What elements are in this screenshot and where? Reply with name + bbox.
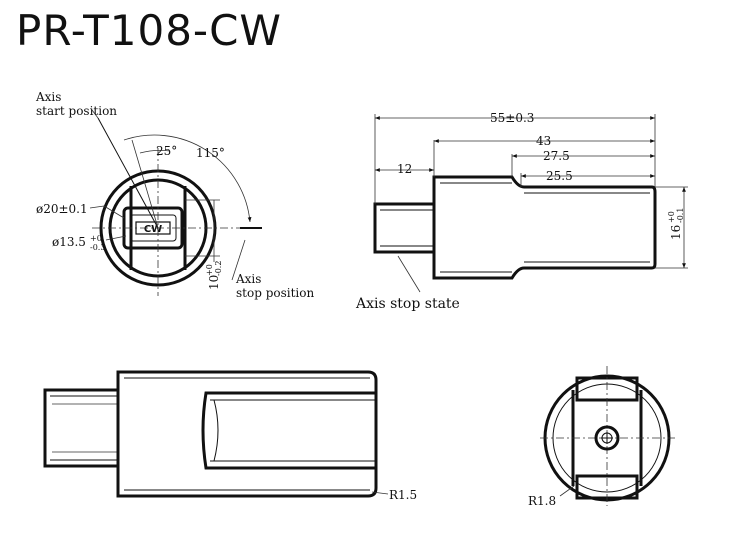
width10-label: 10 (207, 275, 221, 290)
page-title: PR-T108-CW (16, 6, 282, 55)
angle-25-label: 25° (156, 144, 177, 158)
bl-slot (201, 391, 378, 470)
dim-43-label: 43 (536, 134, 551, 148)
dia20-leader (89, 205, 105, 209)
axis-start-label-1: Axis (35, 90, 61, 104)
dim-16-tol-low: -0.1 (676, 208, 685, 223)
dim-25-5-label: 25.5 (546, 169, 573, 183)
angle-115-label: 115° (196, 146, 225, 160)
side-view-caption: Axis stop state (355, 296, 460, 312)
dim-12-label: 12 (397, 162, 412, 176)
bl-body (116, 370, 378, 498)
shaft-stub (373, 202, 436, 254)
dia20-label: ø20±0.1 (36, 202, 88, 216)
dim-55-label: 55±0.3 (490, 111, 534, 125)
cylinder-body (432, 175, 657, 280)
arc-115deg (123, 134, 252, 223)
axis-start-label-2: start position (36, 104, 117, 118)
bottom-left-view: R1.5 (43, 370, 417, 502)
dia13-label: ø13.5 (52, 235, 86, 249)
arc-25deg (139, 149, 171, 154)
caption-leader (397, 255, 421, 293)
cw-logo: CW (144, 224, 162, 235)
dim-16-tol-up: +0 (667, 211, 676, 223)
bl-shaft-stub (43, 388, 120, 468)
side-view: 55±0.3 43 27.5 25.5 12 16 +0 -0.1 Axis s… (355, 111, 688, 312)
axis-start-line (97, 117, 159, 229)
bottom-right-view: R1.8 (528, 366, 675, 508)
r1-5-label: R1.5 (389, 488, 417, 502)
axis-25-line (131, 139, 159, 229)
axis-stop-label-2: stop position (236, 286, 314, 300)
dia13-leader (105, 235, 127, 241)
dia13-tol-up: +0 (90, 234, 102, 243)
axis-stop-leader (231, 239, 246, 281)
dim-27-5-label: 27.5 (543, 149, 570, 163)
dim-16-label: 16 (669, 225, 683, 240)
width10-tol-up: +0 (205, 264, 214, 276)
width10-tol-low: -0.2 (214, 261, 223, 276)
r1-8-leader (559, 485, 575, 497)
axis-stop-label-1: Axis (235, 272, 261, 286)
front-view: CW Axis start position 25° 115° (35, 90, 314, 300)
br-center-hole (594, 425, 620, 451)
dia13-tol-low: -0.3 (90, 243, 105, 252)
r1-8-label: R1.8 (528, 494, 556, 508)
r1-5-leader (371, 491, 389, 495)
